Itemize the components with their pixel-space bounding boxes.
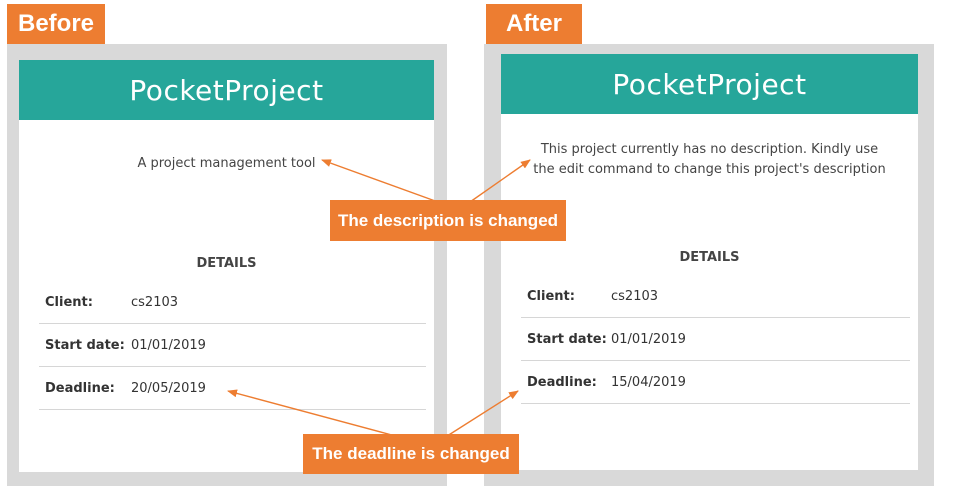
- deadline-callout: The deadline is changed: [303, 434, 519, 474]
- arrow-to-after-description: [469, 159, 531, 203]
- start-date-label: Start date:: [527, 332, 607, 347]
- deadline-value: 20/05/2019: [131, 381, 206, 396]
- after-description: This project currently has no descriptio…: [533, 142, 886, 177]
- description-callout: The description is changed: [330, 200, 566, 241]
- before-details-heading: DETAILS: [196, 256, 257, 271]
- arrow-to-before-description: [321, 159, 439, 203]
- before-row-client: Client: cs2103: [39, 282, 426, 324]
- after-header: PocketProject: [501, 54, 918, 114]
- before-label: Before: [7, 4, 105, 44]
- before-description: A project management tool: [137, 156, 316, 171]
- after-row-start-date: Start date: 01/01/2019: [521, 319, 910, 361]
- client-value: cs2103: [611, 289, 659, 304]
- after-row-deadline: Deadline: 15/04/2019: [521, 362, 910, 404]
- deadline-value: 15/04/2019: [611, 375, 686, 390]
- arrow-to-before-deadline: [227, 389, 404, 439]
- before-row-deadline: Deadline: 20/05/2019: [39, 368, 426, 410]
- deadline-label: Deadline:: [527, 375, 597, 390]
- after-app-title: PocketProject: [612, 67, 807, 101]
- after-frame: PocketProject This project currently has…: [484, 44, 934, 486]
- start-date-label: Start date:: [45, 338, 125, 353]
- before-card: PocketProject A project management tool …: [19, 60, 434, 472]
- after-row-client: Client: cs2103: [521, 276, 910, 318]
- after-details-heading: DETAILS: [679, 250, 740, 265]
- client-label: Client:: [45, 295, 93, 310]
- deadline-label: Deadline:: [45, 381, 115, 396]
- before-header: PocketProject: [19, 60, 434, 120]
- after-label: After: [486, 4, 582, 44]
- start-date-value: 01/01/2019: [611, 332, 686, 347]
- before-app-title: PocketProject: [129, 73, 324, 107]
- start-date-value: 01/01/2019: [131, 338, 206, 353]
- client-label: Client:: [527, 289, 575, 304]
- after-card: PocketProject This project currently has…: [501, 54, 918, 470]
- before-row-start-date: Start date: 01/01/2019: [39, 325, 426, 367]
- client-value: cs2103: [131, 295, 179, 310]
- arrow-to-after-deadline: [443, 390, 519, 439]
- before-frame: PocketProject A project management tool …: [7, 44, 447, 486]
